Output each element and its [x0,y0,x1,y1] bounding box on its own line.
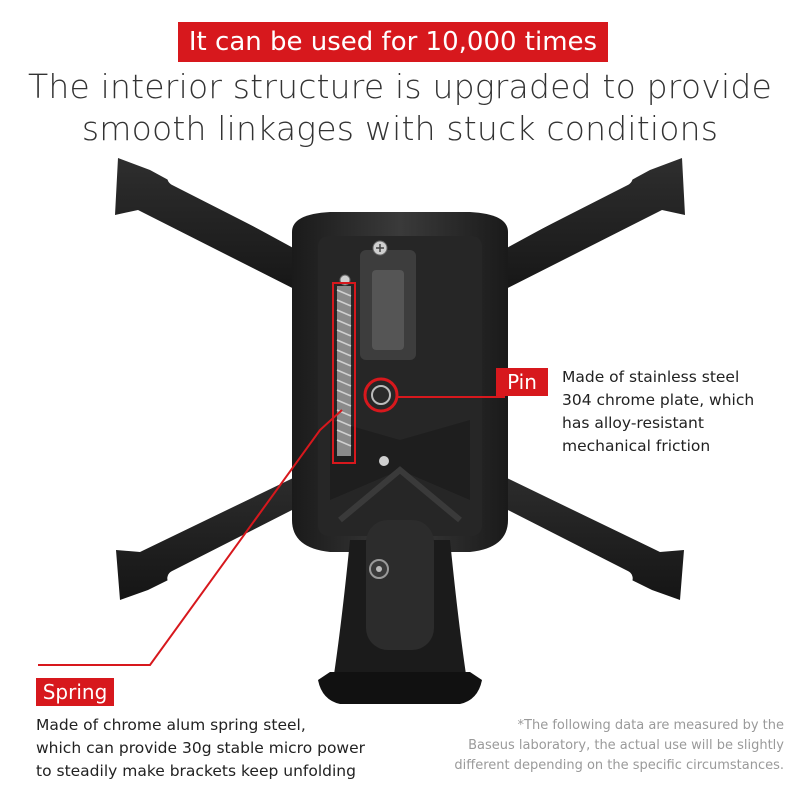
spring-leader-line [38,409,343,666]
spring [336,286,352,456]
pin-description-line: has alloy-resistant [562,414,704,432]
lower-right-arm [470,466,684,600]
pin-highlight [363,377,399,413]
footnote: *The following data are measured by the … [454,716,784,776]
spring-description-line: which can provide 30g stable micro power [36,739,366,757]
screw-icon [379,456,389,466]
pin-label: Pin [496,368,548,396]
headline-banner: It can be used for 10,000 times [178,22,608,62]
footnote-line: *The following data are measured by the [517,718,784,733]
spring-description-line: to steadily make brackets keep unfolding [36,762,356,780]
pin-description-line: Made of stainless steel [562,368,740,386]
pin-description-line: 304 chrome plate, which [562,391,755,409]
footnote-line: Baseus laboratory, the actual use will b… [468,738,784,753]
page-headline: The interior structure is upgraded to pr… [0,66,800,150]
upper-left-arm [115,158,330,300]
holder-body [292,212,508,552]
mount-base [318,520,482,704]
pin-description-line: mechanical friction [562,437,711,455]
spring-description: Made of chrome alum spring steel, which … [36,714,365,783]
headline-line-2: smooth linkages with stuck conditions [81,109,719,148]
footnote-line: different depending on the specific circ… [454,758,784,773]
pin-screw-icon [371,385,391,405]
upper-right-arm [470,158,685,300]
pin-description: Made of stainless steel 304 chrome plate… [562,366,754,458]
spring-label: Spring [36,678,114,706]
spring-highlight [332,282,356,464]
spring-description-line: Made of chrome alum spring steel, [36,716,306,734]
headline-line-1: The interior structure is upgraded to pr… [28,67,772,106]
